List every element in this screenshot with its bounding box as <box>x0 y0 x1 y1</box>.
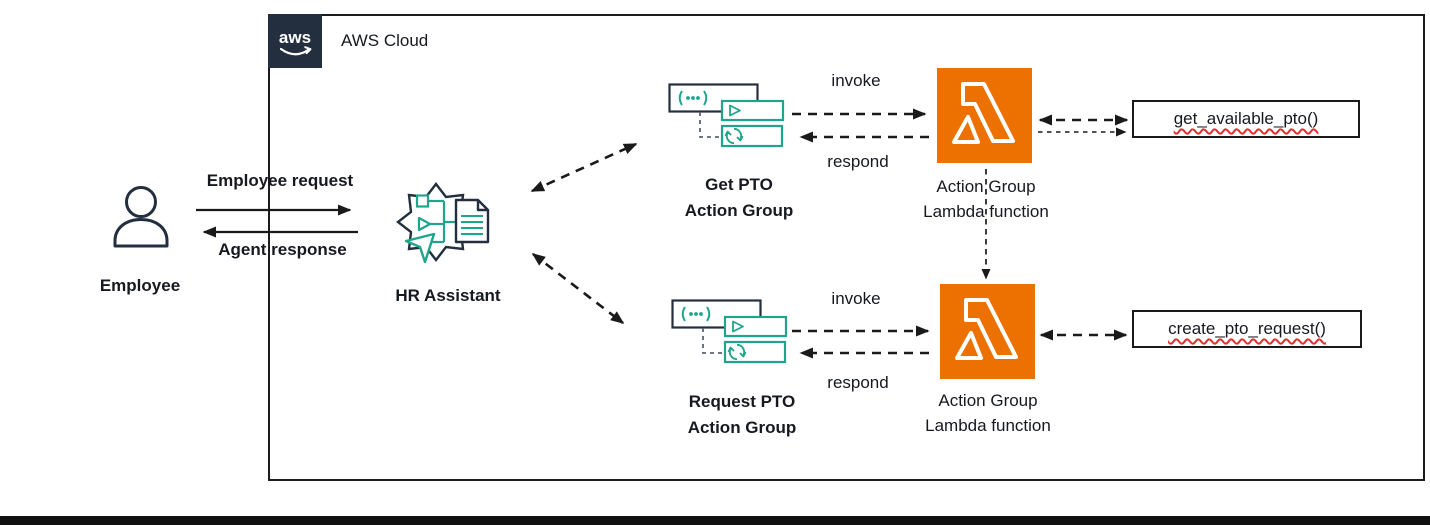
assistant-getpto-link <box>530 142 638 193</box>
bottom-edge-bar <box>0 516 1430 525</box>
sync-glyph <box>736 135 744 142</box>
respond-bottom-label: respond <box>827 373 889 392</box>
create-pto-request-function-box: create_pto_request() <box>1132 310 1362 348</box>
aws-logo-text: aws <box>279 28 311 47</box>
hr-assistant-agent-icon <box>392 176 498 270</box>
lambda-bottom-label: Action Group Lambda function <box>925 391 1051 435</box>
agent-square-node <box>415 194 430 208</box>
aws-smile-swoosh <box>279 47 310 56</box>
create-pto-request-code: create_pto_request() <box>1168 319 1326 338</box>
aws-logo-icon: aws <box>268 14 322 68</box>
agent-cursor <box>404 232 436 264</box>
agent-response-label: Agent response <box>218 240 347 259</box>
hr-assistant-label: HR Assistant <box>395 286 501 305</box>
invoke-bottom-label: invoke <box>831 289 881 308</box>
lambda-function-icon-top <box>937 68 1032 163</box>
request-pto-group-label: Request PTO Action Group <box>687 392 797 437</box>
get-pto-group-label: Get PTO Action Group <box>684 175 794 220</box>
invoke-glyph <box>732 320 744 333</box>
invoke-glyph <box>729 104 741 117</box>
get-available-pto-function-box: get_available_pto() <box>1132 100 1360 138</box>
employee-request-label: Employee request <box>206 171 354 190</box>
invoke-top-label: invoke <box>831 71 881 90</box>
agent-play-node <box>417 216 432 232</box>
aws-cloud-title: AWS Cloud <box>341 31 429 50</box>
employee-label: Employee <box>99 276 181 295</box>
lambda-function-icon-bottom <box>940 284 1035 379</box>
get-pto-action-group-icon <box>668 83 788 151</box>
get-available-pto-code: get_available_pto() <box>1173 109 1319 128</box>
respond-top-label: respond <box>827 152 889 171</box>
assistant-requestpto-link <box>531 252 625 325</box>
lambda-top-label: Action Group Lambda function <box>923 177 1049 221</box>
employee-user-icon <box>112 185 170 249</box>
sync-glyph <box>739 351 747 358</box>
request-pto-action-group-icon <box>671 299 791 367</box>
